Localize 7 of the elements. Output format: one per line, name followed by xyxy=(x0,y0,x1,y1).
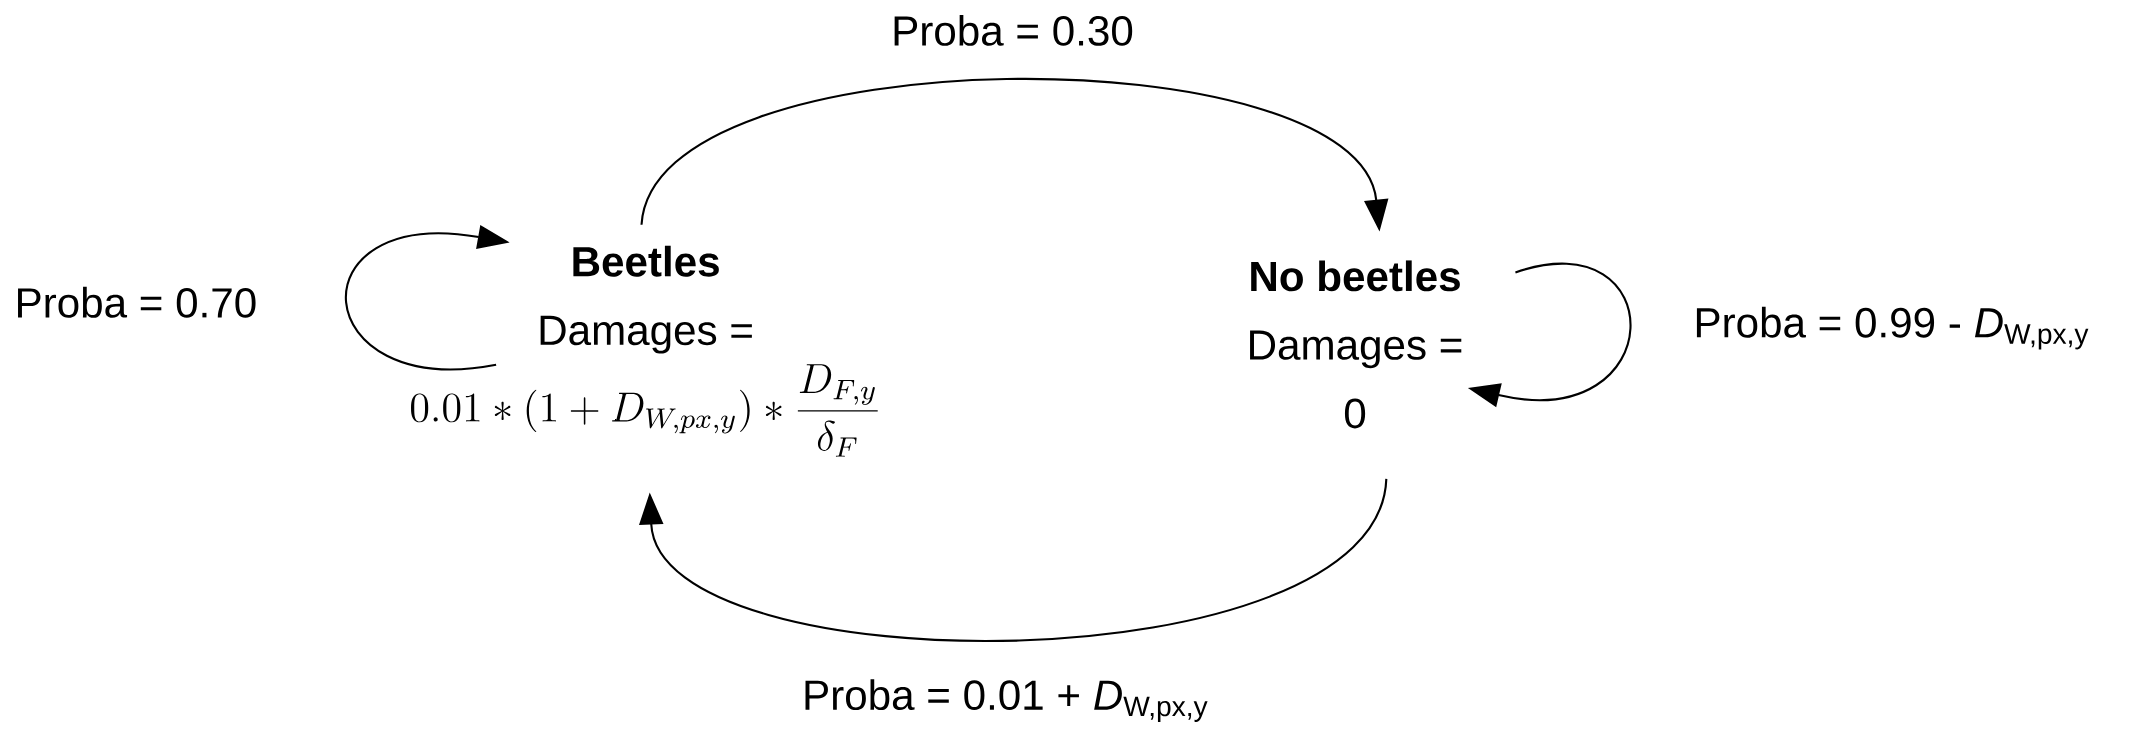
edge-label: Proba = 0.99 - D$_{W,px,y}$ xyxy=(1689,303,2094,353)
arrow xyxy=(639,478,1388,642)
state-label: No beetles Damages = 0 xyxy=(1250,260,1462,429)
edge-label: Proba = 0.70 xyxy=(11,283,261,322)
state-label: Beetles Damages = $0.01 * \left(1 + D_{W,px,y}\right) * \frac{D_{F,y}}{\delta_F}$ xyxy=(411,245,878,457)
edge-label: Proba = 0.30 xyxy=(887,11,1138,50)
edge-label: Proba = 0.01 + D$_{W,px,y}$ xyxy=(798,675,1213,726)
